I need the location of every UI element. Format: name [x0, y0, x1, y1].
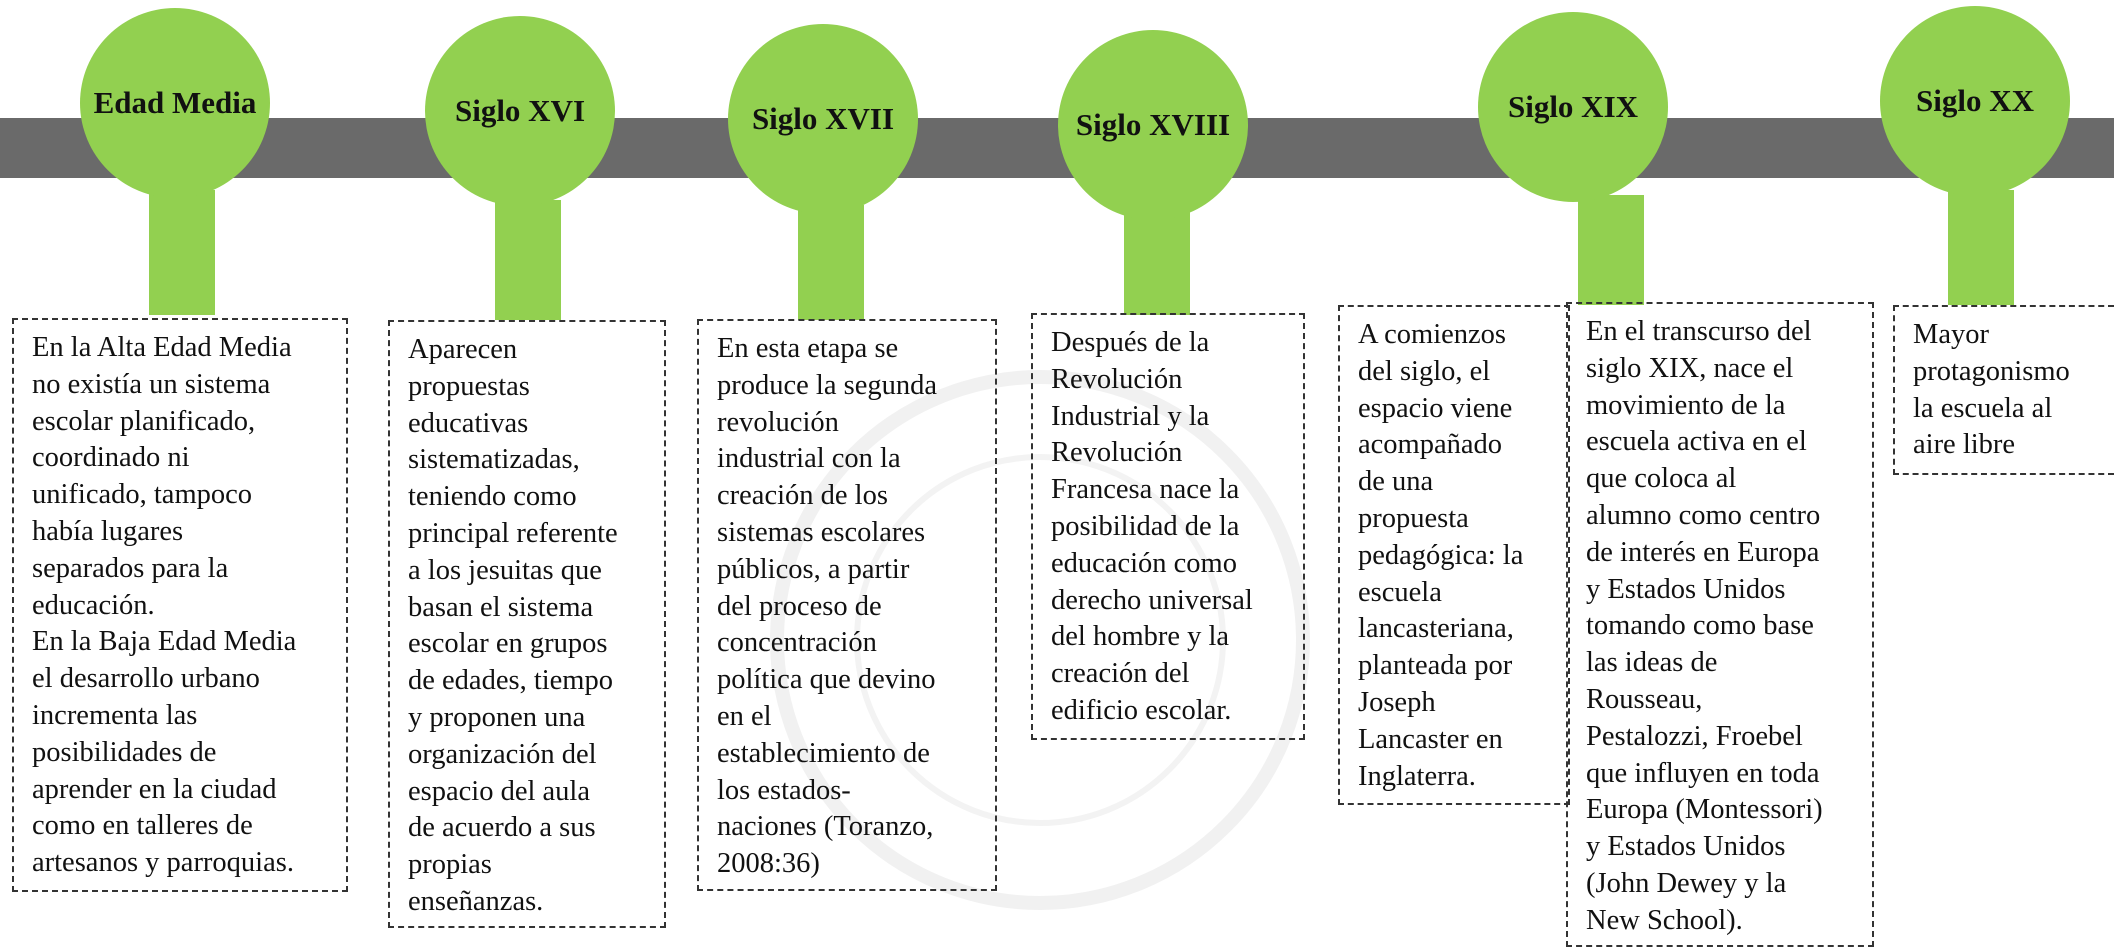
period-description-box: Aparecen propuestas educativas sistemati…: [388, 320, 666, 928]
period-description: En esta etapa se produce la segunda revo…: [717, 333, 937, 880]
period-description-box: Mayor protagonismo la escuela al aire li…: [1893, 305, 2114, 475]
period-description-box: A comienzos del siglo, el espacio viene …: [1338, 305, 1570, 805]
node-label: Siglo XVI: [454, 93, 586, 128]
node-label: Siglo XIX: [1507, 89, 1639, 124]
period-description: En el transcurso del siglo XIX, nace el …: [1586, 316, 1823, 936]
period-description: A comienzos del siglo, el espacio viene …: [1358, 319, 1524, 792]
timeline-connector: [1124, 210, 1190, 315]
timeline-node-siglo-xvi: Siglo XVI: [425, 16, 615, 206]
timeline-node-siglo-xix: Siglo XIX: [1478, 12, 1668, 202]
period-description: Después de la Revolución Industrial y la…: [1051, 327, 1253, 726]
period-description: En la Alta Edad Media no existía un sist…: [32, 332, 297, 879]
timeline-node-edad-media: Edad Media: [80, 8, 270, 198]
timeline-node-siglo-xviii: Siglo XVIII: [1058, 30, 1248, 220]
timeline-connector: [149, 190, 215, 315]
node-label: Siglo XVIII: [1075, 107, 1231, 142]
period-description-box: En el transcurso del siglo XIX, nace el …: [1566, 302, 1874, 947]
period-description: Aparecen propuestas educativas sistemati…: [408, 334, 618, 917]
timeline-connector: [798, 205, 864, 320]
timeline-node-siglo-xvii: Siglo XVII: [728, 24, 918, 214]
period-description-box: En la Alta Edad Media no existía un sist…: [12, 318, 348, 892]
node-label: Siglo XX: [1916, 83, 2034, 118]
timeline-connector: [495, 200, 561, 320]
period-description-box: Después de la Revolución Industrial y la…: [1031, 313, 1305, 740]
node-label: Edad Media: [93, 85, 257, 120]
timeline-connector: [1948, 190, 2014, 305]
timeline-node-siglo-xx: Siglo XX: [1880, 6, 2070, 196]
timeline-bar: [0, 118, 2114, 178]
node-label: Siglo XVII: [751, 101, 895, 136]
period-description-box: En esta etapa se produce la segunda revo…: [697, 319, 997, 891]
period-description: Mayor protagonismo la escuela al aire li…: [1913, 319, 2070, 461]
timeline-connector: [1578, 195, 1644, 305]
